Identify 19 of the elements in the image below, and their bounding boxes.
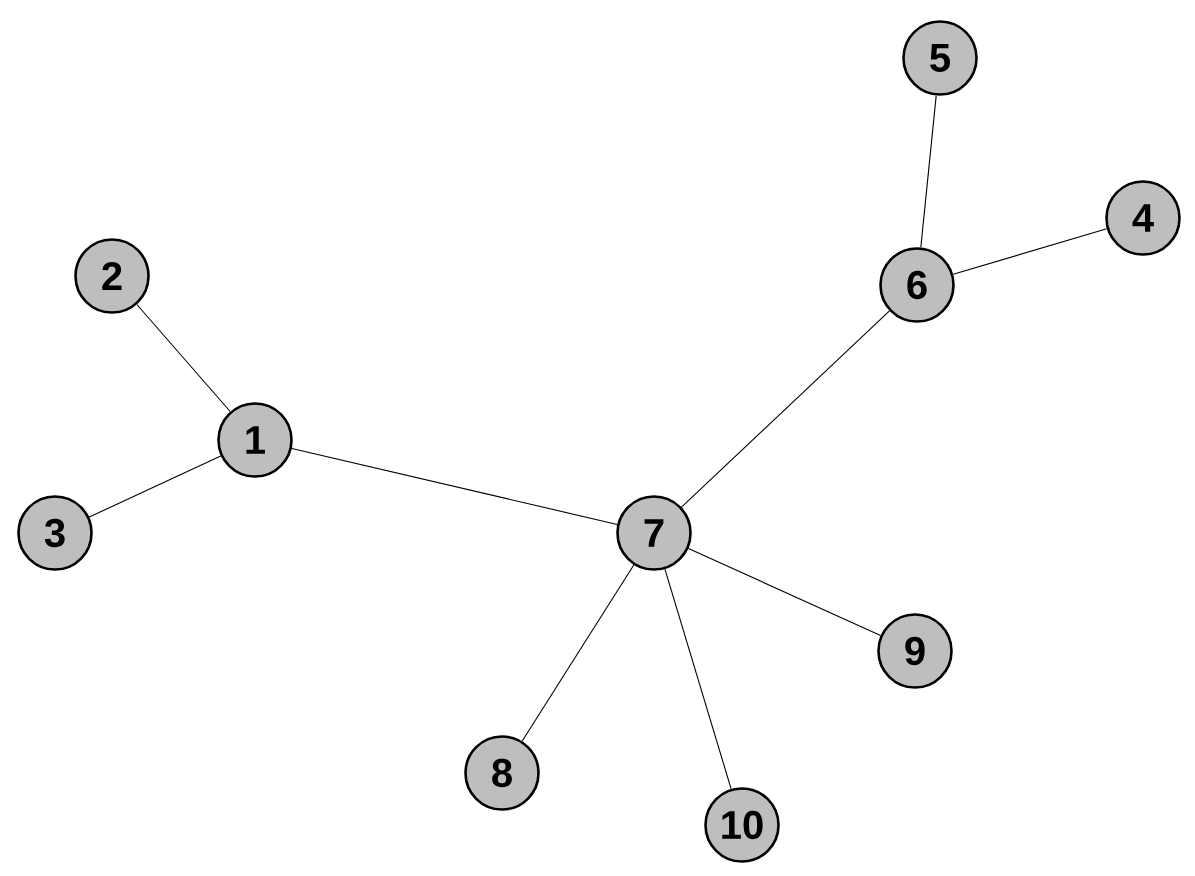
connector-line	[664, 568, 732, 790]
circle-node: 1	[217, 402, 293, 478]
circle-node: 8	[464, 735, 540, 811]
circle-node: 6	[879, 247, 955, 323]
circle-node: 10	[704, 787, 780, 863]
circle-node: 9	[877, 613, 953, 689]
connector-line	[920, 95, 937, 248]
connector-line	[291, 448, 618, 525]
connector-line	[687, 548, 882, 636]
connector-line	[952, 228, 1108, 275]
connector-line	[88, 455, 222, 518]
connector-line	[136, 303, 231, 413]
connector-line	[680, 310, 891, 508]
circle-node: 5	[902, 20, 978, 96]
circle-node: 2	[74, 238, 150, 314]
circle-node: 7	[616, 495, 692, 571]
circle-node: 4	[1105, 180, 1181, 256]
circle-node: 3	[17, 495, 93, 571]
connector-line	[521, 564, 635, 742]
